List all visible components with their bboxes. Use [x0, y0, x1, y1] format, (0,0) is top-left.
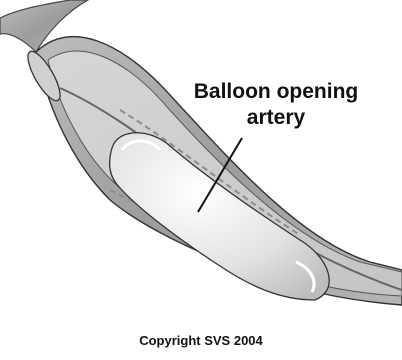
callout-label-line2: artery — [160, 106, 392, 130]
copyright-text: Copyright SVS 2004 — [0, 333, 402, 349]
callout-label-line1: Balloon opening — [160, 80, 392, 104]
